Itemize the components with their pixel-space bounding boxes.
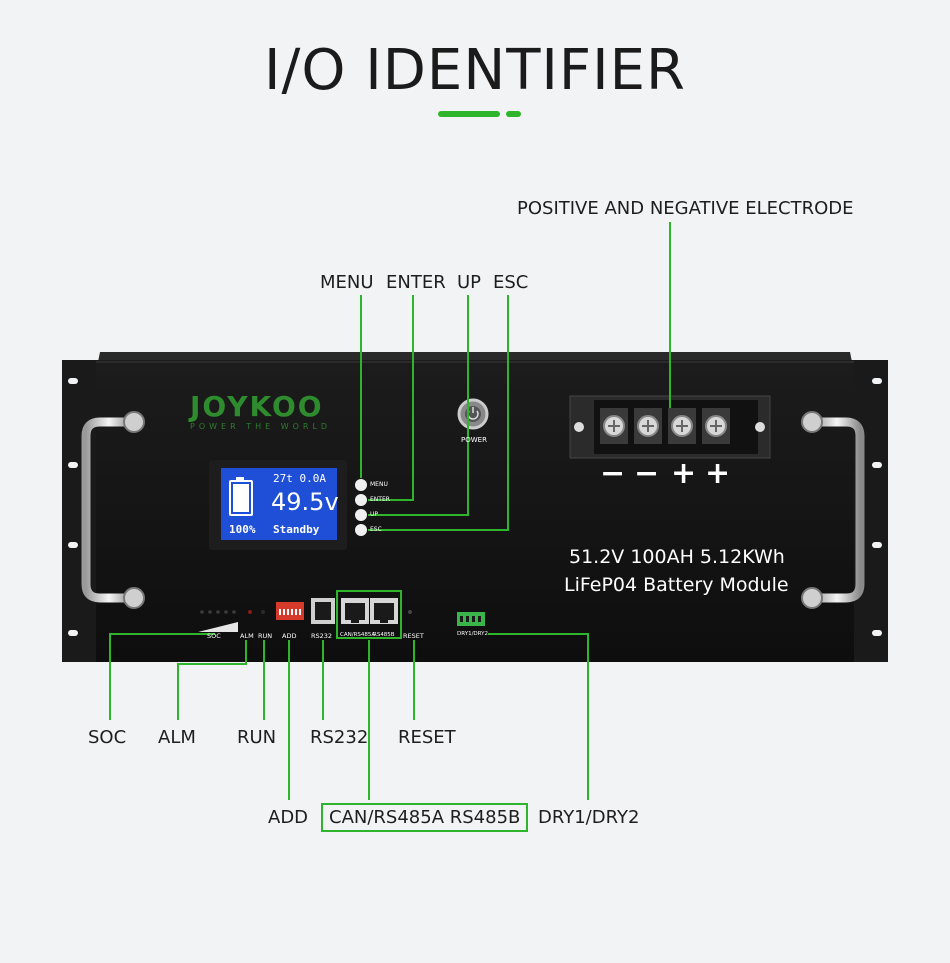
lcd-soc: 100% xyxy=(229,523,256,536)
callout-reset: RESET xyxy=(398,727,456,748)
chassis-top xyxy=(98,352,852,362)
rack-ear-right xyxy=(848,360,888,662)
terminal-sign-negative-1: − xyxy=(600,456,626,491)
menu-button-label: MENU xyxy=(370,481,388,488)
callout-up: UP xyxy=(457,272,482,293)
callout-enter: ENTER xyxy=(386,272,446,293)
enter-button-label: ENTER xyxy=(370,496,390,503)
callout-electrode: POSITIVE AND NEGATIVE ELECTRODE xyxy=(517,198,854,219)
esc-button-label: ESC xyxy=(370,526,382,533)
callout-run: RUN xyxy=(237,727,277,748)
lcd-screen: 27t 0.0A 49.5v 100% Standby xyxy=(221,468,339,540)
module-spec-line1: 51.2V 100AH 5.12KWh xyxy=(569,546,785,568)
brand-tagline: POWER THE WORLD xyxy=(190,422,332,431)
dry-connector xyxy=(457,612,485,626)
callout-rs232: RS232 xyxy=(310,727,369,748)
handle-right xyxy=(801,411,865,609)
lcd-temp-current: 27t 0.0A xyxy=(273,472,326,485)
panel-label-alm: ALM xyxy=(240,632,254,640)
power-label: POWER xyxy=(461,436,487,444)
title-underline-dot xyxy=(506,111,521,117)
callout-add: ADD xyxy=(268,807,309,828)
function-buttons xyxy=(355,479,367,536)
callout-menu: MENU xyxy=(320,272,374,293)
terminal-screws xyxy=(600,408,730,444)
up-button-label: UP xyxy=(370,511,379,518)
handle-left xyxy=(81,411,145,609)
panel-label-run: RUN xyxy=(258,632,273,640)
panel-label-rs232: RS232 xyxy=(311,632,333,640)
callout-esc: ESC xyxy=(493,272,529,293)
terminal-sign-positive-1: + xyxy=(671,456,697,491)
terminal-sign-positive-2: + xyxy=(705,456,731,491)
lcd-voltage: 49.5v xyxy=(271,488,339,516)
callout-soc: SOC xyxy=(88,727,127,748)
can-rs485-highlight xyxy=(336,590,402,639)
panel-label-soc: SOC xyxy=(207,632,221,640)
callout-can-rs485: CAN/RS485A RS485B xyxy=(321,803,529,832)
lcd-display: 27t 0.0A 49.5v 100% Standby xyxy=(209,460,347,550)
rj45-ports xyxy=(341,598,398,624)
panel-label-rs485b: RS485B xyxy=(373,632,395,638)
soc-leds xyxy=(200,610,265,614)
callout-dry: DRY1/DRY2 xyxy=(538,807,640,828)
rack-holes xyxy=(68,378,882,636)
battery-icon xyxy=(229,477,253,516)
reset-hole xyxy=(408,610,412,614)
panel-label-add: ADD xyxy=(282,632,297,640)
panel-label-dry: DRY1/DRY2 xyxy=(457,631,488,637)
callout-alm: ALM xyxy=(158,727,196,748)
lcd-status: Standby xyxy=(273,523,320,536)
panel-label-reset: RESET xyxy=(403,632,424,640)
terminal-sign-negative-2: − xyxy=(634,456,660,491)
title-underline xyxy=(438,111,500,117)
panel-label-can: CAN/RS485A xyxy=(340,632,376,638)
module-spec-line2: LiFeP04 Battery Module xyxy=(564,574,789,596)
callout-lines xyxy=(109,222,671,800)
dip-switch xyxy=(276,602,304,620)
soc-wedge xyxy=(198,622,238,632)
page-title: I/O IDENTIFIER xyxy=(264,38,686,103)
brand-logo: JOYKOO xyxy=(190,390,324,423)
